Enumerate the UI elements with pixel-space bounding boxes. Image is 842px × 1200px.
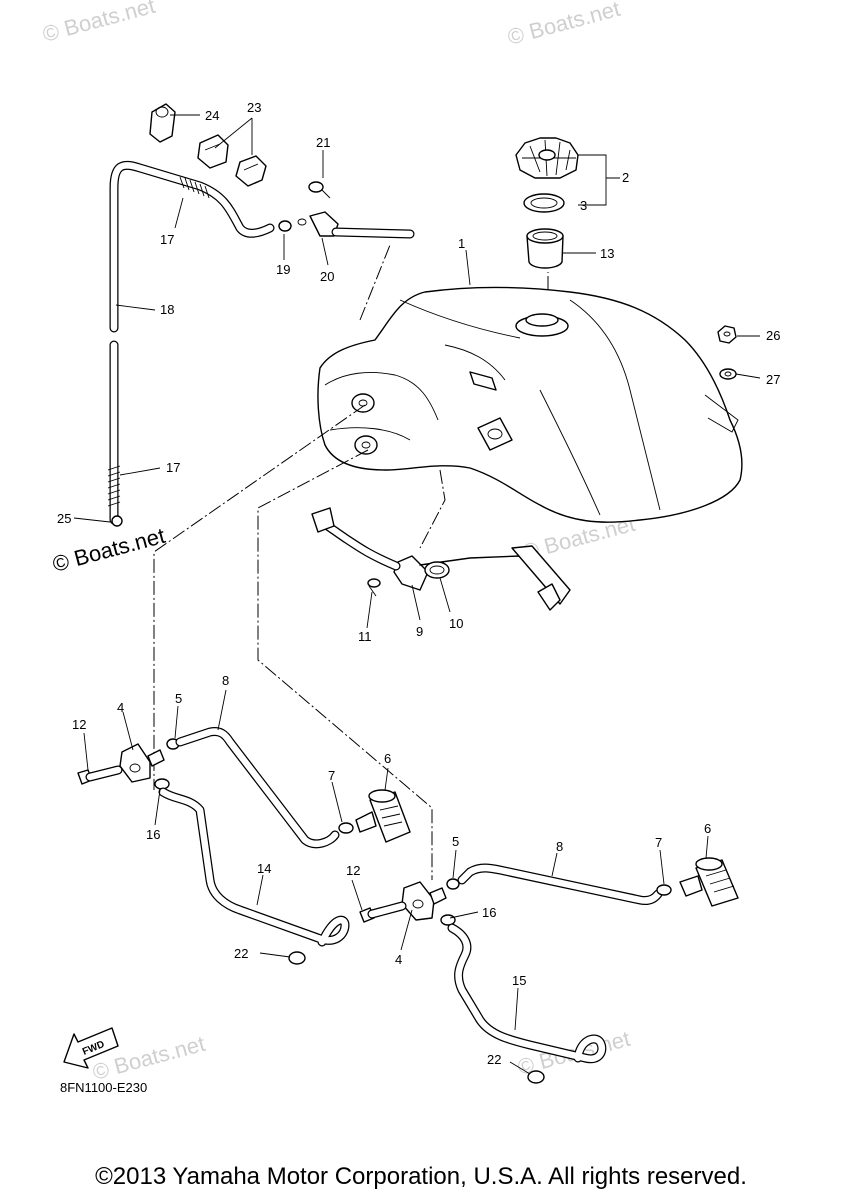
callout-10: 10 <box>449 616 463 631</box>
hose-8-right <box>457 863 663 905</box>
cap-gasket <box>523 193 565 213</box>
chain-line <box>419 469 446 549</box>
callout-19: 19 <box>276 262 290 277</box>
fuel-tank <box>317 286 743 523</box>
chain-line <box>359 244 391 321</box>
callout-18: 18 <box>160 302 174 317</box>
copyright-notice: ©2013 Yamaha Motor Corporation, U.S.A. A… <box>95 1163 747 1190</box>
callout-2: 2 <box>622 170 629 185</box>
washer <box>719 368 737 380</box>
clamp-7-right <box>656 884 672 896</box>
fuel-filter-left <box>355 789 411 843</box>
callout-20: 20 <box>320 269 334 284</box>
callout-8b: 8 <box>556 839 563 854</box>
callout-16a: 16 <box>146 827 160 842</box>
chain-line <box>153 404 366 790</box>
watermark-dark: © Boats.net <box>50 523 168 577</box>
callout-21: 21 <box>316 135 330 150</box>
callout-7b: 7 <box>655 835 662 850</box>
callout-8a: 8 <box>222 673 229 688</box>
callout-4a: 4 <box>117 700 124 715</box>
clamp-16-left <box>154 778 170 790</box>
chain-line <box>257 449 433 880</box>
callout-5b: 5 <box>452 834 459 849</box>
hose-14 <box>158 787 350 947</box>
diagram-code: 8FN1100-E230 <box>60 1080 147 1095</box>
fuel-cock-left <box>119 743 165 783</box>
callout-27: 27 <box>766 372 780 387</box>
callout-5a: 5 <box>175 691 182 706</box>
callout-numbers: 1 2 3 13 26 27 24 23 21 17 19 20 18 17 2… <box>57 100 780 1067</box>
callout-4b: 4 <box>395 952 402 967</box>
clamp-22-left <box>288 951 306 965</box>
callout-22b: 22 <box>487 1052 501 1067</box>
callout-24: 24 <box>205 108 219 123</box>
callout-17a: 17 <box>160 232 174 247</box>
fwd-arrow: FWD <box>63 1027 119 1069</box>
fuel-cock-right <box>401 881 447 921</box>
callout-12b: 12 <box>346 863 360 878</box>
breather-joint-20 <box>297 211 415 239</box>
callout-9: 9 <box>416 624 423 639</box>
sender-screw <box>367 578 381 597</box>
hose-holder-23 <box>197 134 267 187</box>
fuel-filter-right <box>679 857 739 907</box>
callout-13: 13 <box>600 246 614 261</box>
fuel-sender-unit <box>311 507 571 611</box>
clamp-16-right <box>440 914 456 926</box>
callout-22a: 22 <box>234 946 248 961</box>
hose-8-left <box>175 727 340 849</box>
clamp-22-right <box>527 1070 545 1084</box>
callout-16b: 16 <box>482 905 496 920</box>
callout-3: 3 <box>580 198 587 213</box>
sender-gasket <box>424 561 450 579</box>
screw-21 <box>308 181 331 199</box>
fuel-cap <box>515 137 579 179</box>
callout-7a: 7 <box>328 768 335 783</box>
leader-lines <box>73 114 761 1075</box>
callout-12a: 12 <box>72 717 86 732</box>
hose-clamp-24 <box>149 103 176 143</box>
callout-17b: 17 <box>166 460 180 475</box>
watermark: © Boats.net <box>40 0 158 47</box>
clamp-7-left <box>338 822 354 834</box>
cock-bolt-left <box>77 765 123 785</box>
breather-joint-19 <box>278 220 292 232</box>
watermark: © Boats.net <box>505 0 623 50</box>
callout-25: 25 <box>57 511 71 526</box>
cock-bolt-right <box>359 901 407 923</box>
joint-5-right <box>446 878 460 890</box>
hose-15 <box>447 923 607 1064</box>
callout-6a: 6 <box>384 751 391 766</box>
callout-11: 11 <box>358 629 372 644</box>
callout-15: 15 <box>512 973 526 988</box>
callout-1: 1 <box>458 236 465 251</box>
callout-6b: 6 <box>704 821 711 836</box>
callout-23: 23 <box>247 100 261 115</box>
hex-nut <box>717 325 737 344</box>
callout-14: 14 <box>257 861 271 876</box>
fuel-strainer <box>526 228 564 269</box>
breather-hose <box>107 160 275 527</box>
callout-26: 26 <box>766 328 780 343</box>
